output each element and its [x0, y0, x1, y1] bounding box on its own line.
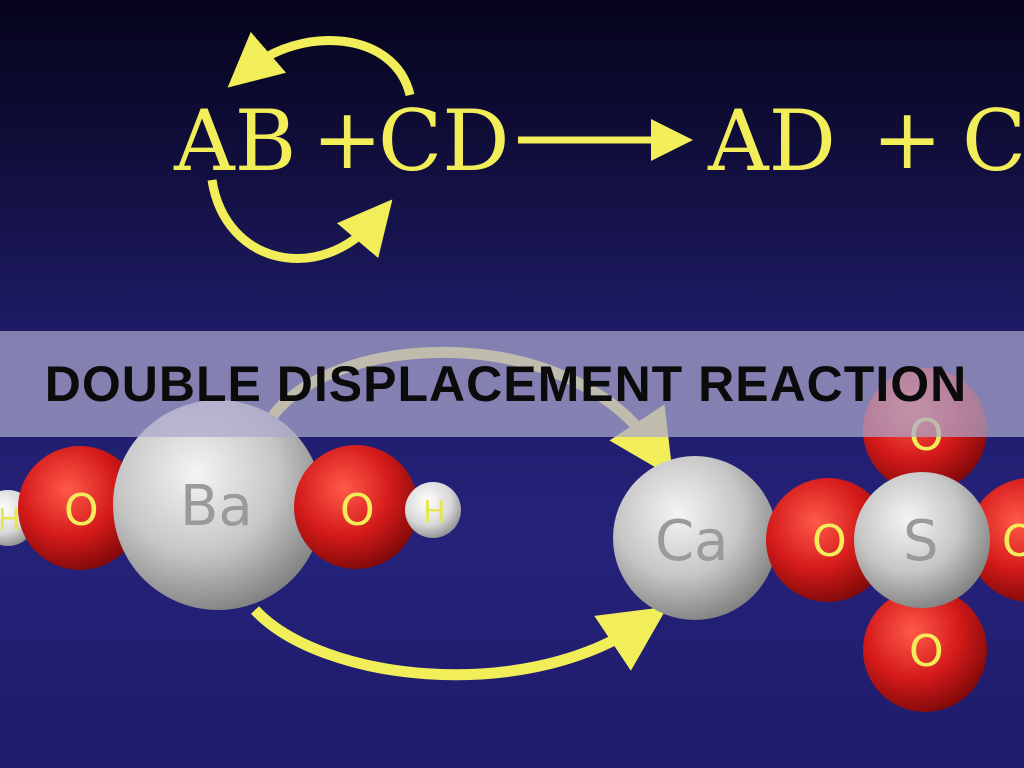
banner-title: DOUBLE DISPLACEMENT REACTION: [44, 356, 968, 412]
reactant-cd: CD: [378, 92, 510, 190]
oxygen-atom-left: [18, 446, 142, 570]
calcium-label: Ca: [655, 509, 728, 574]
hydrogen-label-right: H: [423, 495, 446, 530]
oxygen-atom-right: [294, 445, 418, 569]
reactant-ab: AB: [173, 92, 296, 190]
oxygen-atom-bottom: [863, 588, 987, 712]
oxygen-label-left: O: [64, 485, 99, 536]
barium-atom: [113, 400, 323, 610]
product-partial: C: [962, 92, 1024, 190]
oxygen-label-left-s: O: [812, 516, 847, 567]
oxygen-label-right-s: O: [1002, 516, 1024, 567]
oxygen-atom-left-s: [766, 478, 890, 602]
molecule-arrow-bottom: [250, 606, 668, 681]
oxygen-label-bottom: O: [909, 626, 944, 677]
product-ad: AD: [707, 92, 836, 190]
oxygen-label-right: O: [340, 485, 375, 536]
hydrogen-atom-right: [405, 482, 461, 538]
plus-sign-2: +: [872, 90, 942, 188]
barium-hydroxide-molecule: H O Ba O H: [0, 400, 461, 610]
title-banner: DOUBLE DISPLACEMENT REACTION: [0, 331, 1024, 437]
calcium-atom: [613, 456, 777, 620]
barium-label: Ba: [180, 474, 253, 539]
sulfur-label: S: [903, 509, 939, 574]
swap-arrow-bottom: [207, 179, 393, 263]
plus-sign-1: +: [312, 90, 382, 188]
swap-arrow-top: [227, 31, 415, 97]
sulfur-atom: [854, 472, 990, 608]
hydrogen-label-left: H: [0, 503, 21, 538]
